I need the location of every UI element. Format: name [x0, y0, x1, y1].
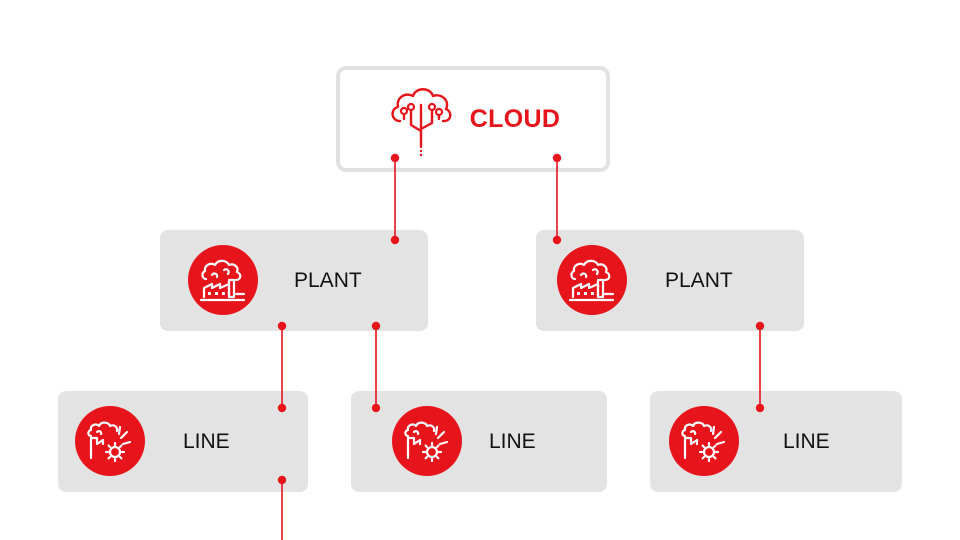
line-label: LINE [489, 429, 536, 453]
plant-icon-badge [557, 245, 627, 315]
plant-label: PLANT [665, 268, 733, 292]
factory-gear-icon [404, 421, 449, 463]
line-node: LINE [58, 391, 308, 492]
plant-node: PLANT [536, 230, 804, 331]
factory-gear-icon [87, 421, 132, 463]
plant-node: PLANT [160, 230, 428, 331]
line-label: LINE [783, 429, 830, 453]
cloud-label: CLOUD [469, 104, 561, 133]
plant-icon-badge [188, 245, 258, 315]
line-icon-badge [669, 406, 739, 476]
factory-icon [199, 259, 246, 302]
factory-gear-icon [681, 421, 726, 463]
line-node: LINE [351, 391, 607, 492]
line-icon-badge [75, 406, 145, 476]
factory-icon [568, 259, 615, 302]
cloud-network-icon [391, 88, 452, 157]
line-node: LINE [650, 391, 902, 492]
plant-label: PLANT [294, 268, 362, 292]
cloud-node: CLOUD [336, 66, 610, 172]
line-label: LINE [183, 429, 230, 453]
line-icon-badge [392, 406, 462, 476]
